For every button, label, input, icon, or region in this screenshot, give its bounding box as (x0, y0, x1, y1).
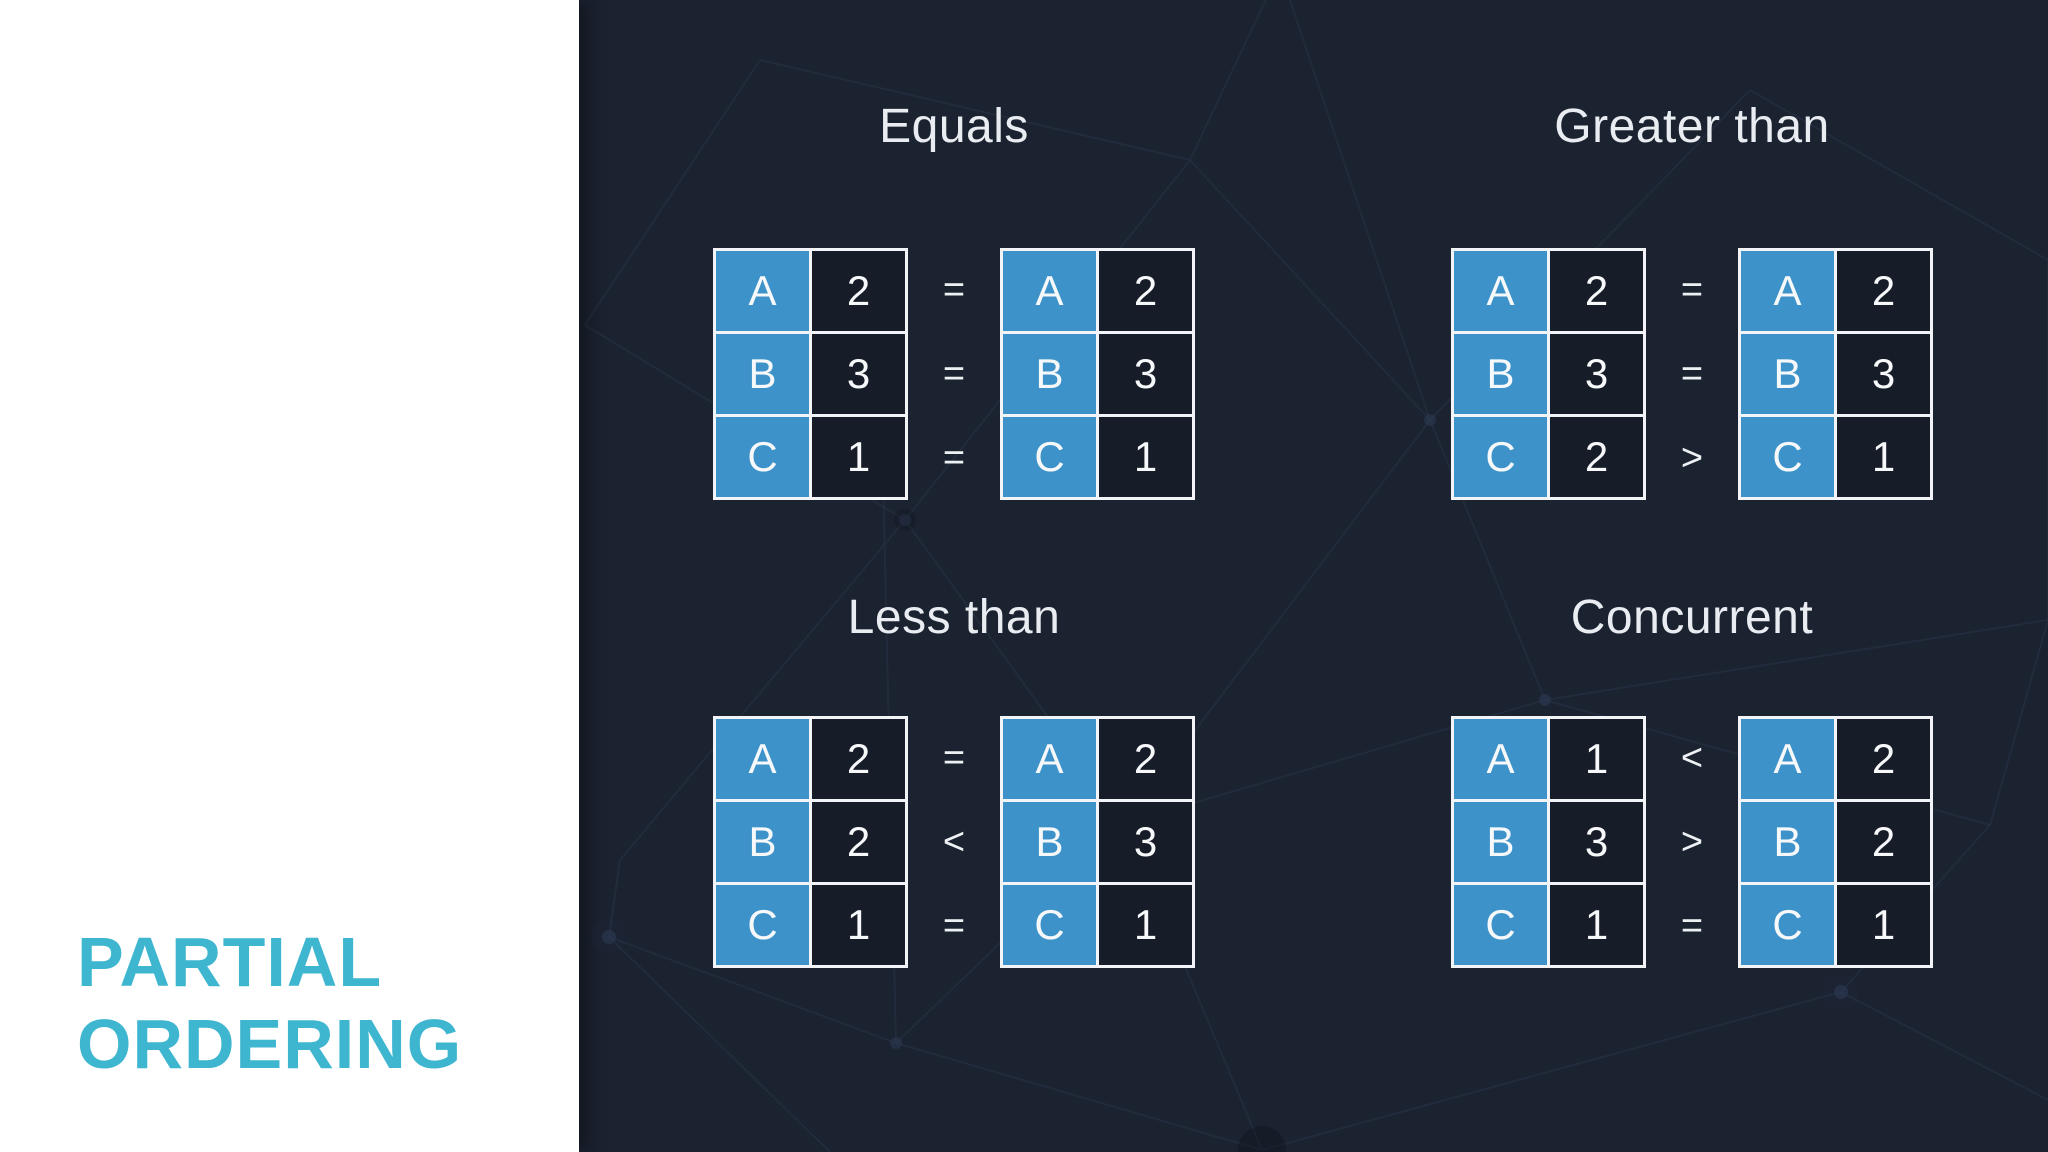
comparison-operator: = (942, 436, 966, 479)
table-cell-value: 2 (812, 802, 905, 882)
vector-clock-table-right: A 2 B 2 C 1 (1738, 716, 1933, 968)
table-cell-key: A (1741, 719, 1834, 799)
table-cell-key: A (1003, 251, 1096, 331)
table-cell-value: 1 (812, 885, 905, 965)
table-cell-key: C (716, 885, 809, 965)
table-cell-key: A (1454, 719, 1547, 799)
table-cell-value: 2 (1550, 251, 1643, 331)
table-cell-key: A (716, 251, 809, 331)
comparison-operator: = (942, 268, 966, 311)
table-cell-value: 1 (812, 417, 905, 497)
quadrant-concurrent: Concurrent A 1 B 3 C 1 < > = A 2 (1451, 588, 1933, 968)
table-cell-value: 3 (1550, 802, 1643, 882)
white-side-panel: PARTIAL ORDERING (0, 0, 579, 1152)
comparison-row: A 2 B 3 C 1 = = = A 2 B 3 C (713, 248, 1195, 500)
table-cell-value: 2 (1550, 417, 1643, 497)
vector-clock-table-left: A 2 B 3 C 2 (1451, 248, 1646, 500)
table-cell-key: C (1741, 417, 1834, 497)
dark-canvas: Equals A 2 B 3 C 1 = = = A 2 (579, 0, 2048, 1152)
quadrant-title: Greater than (1554, 100, 1830, 153)
quadrant-title: Less than (847, 591, 1061, 644)
table-cell-key: C (1003, 417, 1096, 497)
comparison-operator: = (942, 352, 966, 395)
table-cell-key: B (716, 334, 809, 414)
table-cell-value: 3 (812, 334, 905, 414)
table-cell-value: 1 (1099, 885, 1192, 965)
vector-clock-table-right: A 2 B 3 C 1 (1738, 248, 1933, 500)
comparison-operator: = (1680, 904, 1704, 947)
table-cell-value: 2 (1837, 251, 1930, 331)
table-cell-key: A (1003, 719, 1096, 799)
table-cell-value: 2 (1099, 719, 1192, 799)
table-cell-key: B (716, 802, 809, 882)
comparison-operator: > (1680, 820, 1704, 863)
operator-column: = = > (1646, 248, 1738, 500)
table-cell-key: B (1454, 802, 1547, 882)
table-cell-value: 1 (1837, 885, 1930, 965)
comparison-operator: = (1680, 352, 1704, 395)
table-cell-value: 2 (1837, 802, 1930, 882)
vector-clock-table-left: A 1 B 3 C 1 (1451, 716, 1646, 968)
comparison-operator: > (1680, 436, 1704, 479)
table-cell-value: 2 (1837, 719, 1930, 799)
table-cell-key: C (716, 417, 809, 497)
comparison-operator: < (942, 820, 966, 863)
vector-clock-table-left: A 2 B 3 C 1 (713, 248, 908, 500)
quadrant-less-than: Less than A 2 B 2 C 1 = < = A 2 (713, 588, 1195, 968)
table-cell-key: C (1454, 417, 1547, 497)
table-cell-value: 3 (1550, 334, 1643, 414)
vector-clock-table-right: A 2 B 3 C 1 (1000, 716, 1195, 968)
page-title-line-2: ORDERING (77, 1005, 463, 1083)
operator-column: < > = (1646, 716, 1738, 968)
quadrant-greater-than: Greater than A 2 B 3 C 2 = = > A 2 (1451, 97, 1933, 500)
comparison-row: A 2 B 3 C 2 = = > A 2 B 3 C (1451, 248, 1933, 500)
table-cell-value: 1 (1550, 885, 1643, 965)
comparison-operator: < (1680, 736, 1704, 779)
table-cell-value: 3 (1837, 334, 1930, 414)
vector-clock-table-right: A 2 B 3 C 1 (1000, 248, 1195, 500)
table-cell-value: 1 (1550, 719, 1643, 799)
operator-column: = < = (908, 716, 1000, 968)
comparison-operator: = (942, 904, 966, 947)
table-cell-key: A (1454, 251, 1547, 331)
table-cell-key: C (1741, 885, 1834, 965)
comparison-row: A 2 B 2 C 1 = < = A 2 B 3 C (713, 716, 1195, 968)
page-title: PARTIAL ORDERING (77, 921, 462, 1085)
table-cell-value: 3 (1099, 334, 1192, 414)
table-cell-value: 2 (1099, 251, 1192, 331)
comparison-operator: = (942, 736, 966, 779)
table-cell-key: A (1741, 251, 1834, 331)
table-cell-value: 2 (812, 719, 905, 799)
table-cell-value: 1 (1837, 417, 1930, 497)
table-cell-key: A (716, 719, 809, 799)
table-cell-key: B (1741, 334, 1834, 414)
table-cell-value: 1 (1099, 417, 1192, 497)
table-cell-value: 2 (812, 251, 905, 331)
table-cell-value: 3 (1099, 802, 1192, 882)
table-cell-key: C (1003, 885, 1096, 965)
quadrant-equals: Equals A 2 B 3 C 1 = = = A 2 (713, 97, 1195, 500)
table-cell-key: B (1003, 334, 1096, 414)
page-title-line-1: PARTIAL (77, 923, 383, 1001)
comparison-row: A 1 B 3 C 1 < > = A 2 B 2 C (1451, 716, 1933, 968)
quadrant-title: Equals (879, 100, 1029, 153)
table-cell-key: B (1741, 802, 1834, 882)
table-cell-key: B (1454, 334, 1547, 414)
comparison-operator: = (1680, 268, 1704, 311)
table-cell-key: B (1003, 802, 1096, 882)
operator-column: = = = (908, 248, 1000, 500)
vector-clock-table-left: A 2 B 2 C 1 (713, 716, 908, 968)
quadrant-title: Concurrent (1570, 591, 1814, 644)
table-cell-key: C (1454, 885, 1547, 965)
